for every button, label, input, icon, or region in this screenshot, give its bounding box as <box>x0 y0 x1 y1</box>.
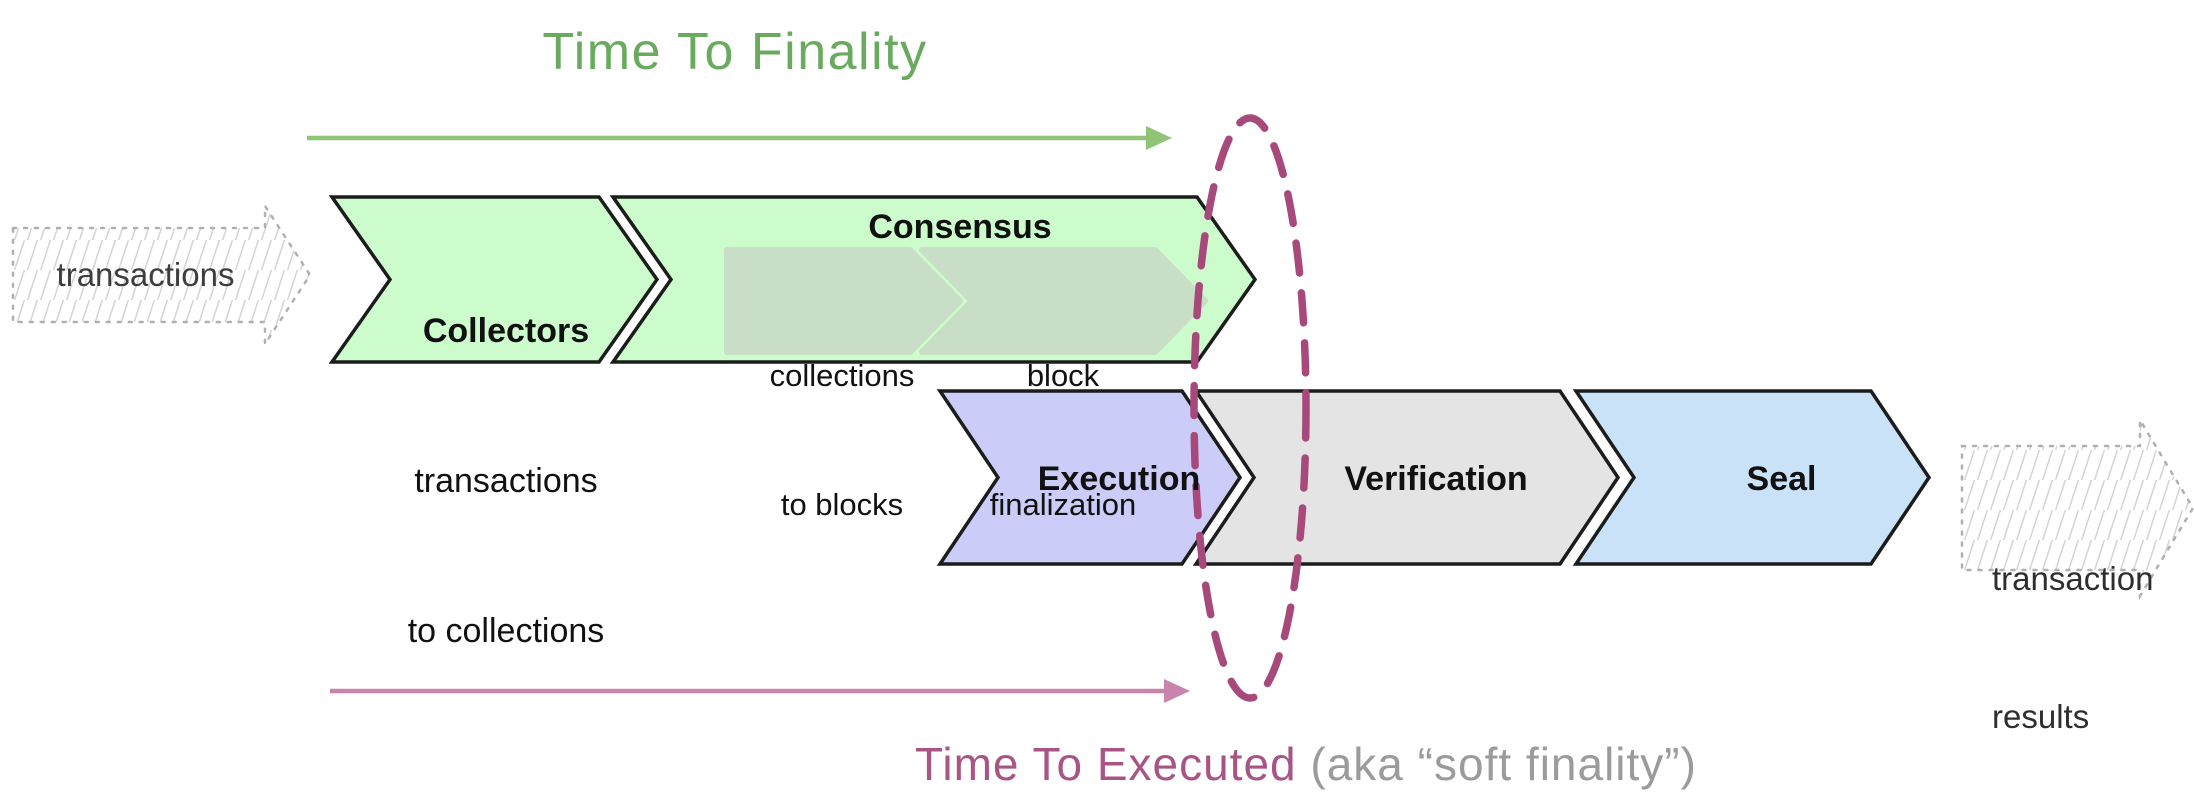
stage-seal-shape <box>1572 389 1932 566</box>
output-line1: transaction <box>1992 560 2154 597</box>
stage-verification-label: Verification <box>1344 460 1528 498</box>
executed-timeline-caption: Time To Executed (aka “soft finality”) <box>915 737 1697 791</box>
stage-collectors-shape <box>328 195 660 364</box>
stage-collectors-line1: transactions <box>414 462 598 500</box>
stage-execution-label: Execution <box>1037 460 1201 498</box>
stage-collectors-label: Collectors transactions to collections <box>386 206 626 756</box>
substage-collections-to-blocks-label: collections to blocks <box>722 268 962 612</box>
substage-block-finalization-label: block finalization <box>930 268 1196 612</box>
stage-seal-label: Seal <box>1746 460 1817 498</box>
stage-collectors-title: Collectors <box>422 312 590 350</box>
substage1-line2: to blocks <box>780 487 904 522</box>
finality-timeline-title: Time To Finality <box>542 23 928 81</box>
substage-collections-to-blocks-shape <box>724 247 963 355</box>
substage-block-finalization-shape <box>919 247 1208 355</box>
executed-boundary-ellipse <box>1190 114 1310 702</box>
stage-consensus-title: Consensus <box>868 208 1052 246</box>
transactions-input-arrow <box>11 201 312 349</box>
substage2-line2: finalization <box>989 487 1137 522</box>
finality-arrowhead-icon <box>1146 126 1172 150</box>
output-line2: results <box>1992 698 2090 735</box>
executed-caption-highlight: Time To Executed <box>915 738 1297 790</box>
stage-execution-shape <box>936 389 1243 566</box>
transaction-results-output-arrow <box>1960 415 2194 601</box>
substage2-line1: block <box>1026 358 1100 393</box>
executed-arrowhead-icon <box>1164 679 1190 703</box>
transaction-results-output-label: transaction results <box>1992 464 2192 806</box>
executed-caption-suffix: (aka “soft finality”) <box>1296 738 1697 790</box>
stage-collectors-line2: to collections <box>407 612 605 650</box>
substage1-line1: collections <box>769 358 915 393</box>
transactions-input-label: transactions <box>56 256 235 293</box>
